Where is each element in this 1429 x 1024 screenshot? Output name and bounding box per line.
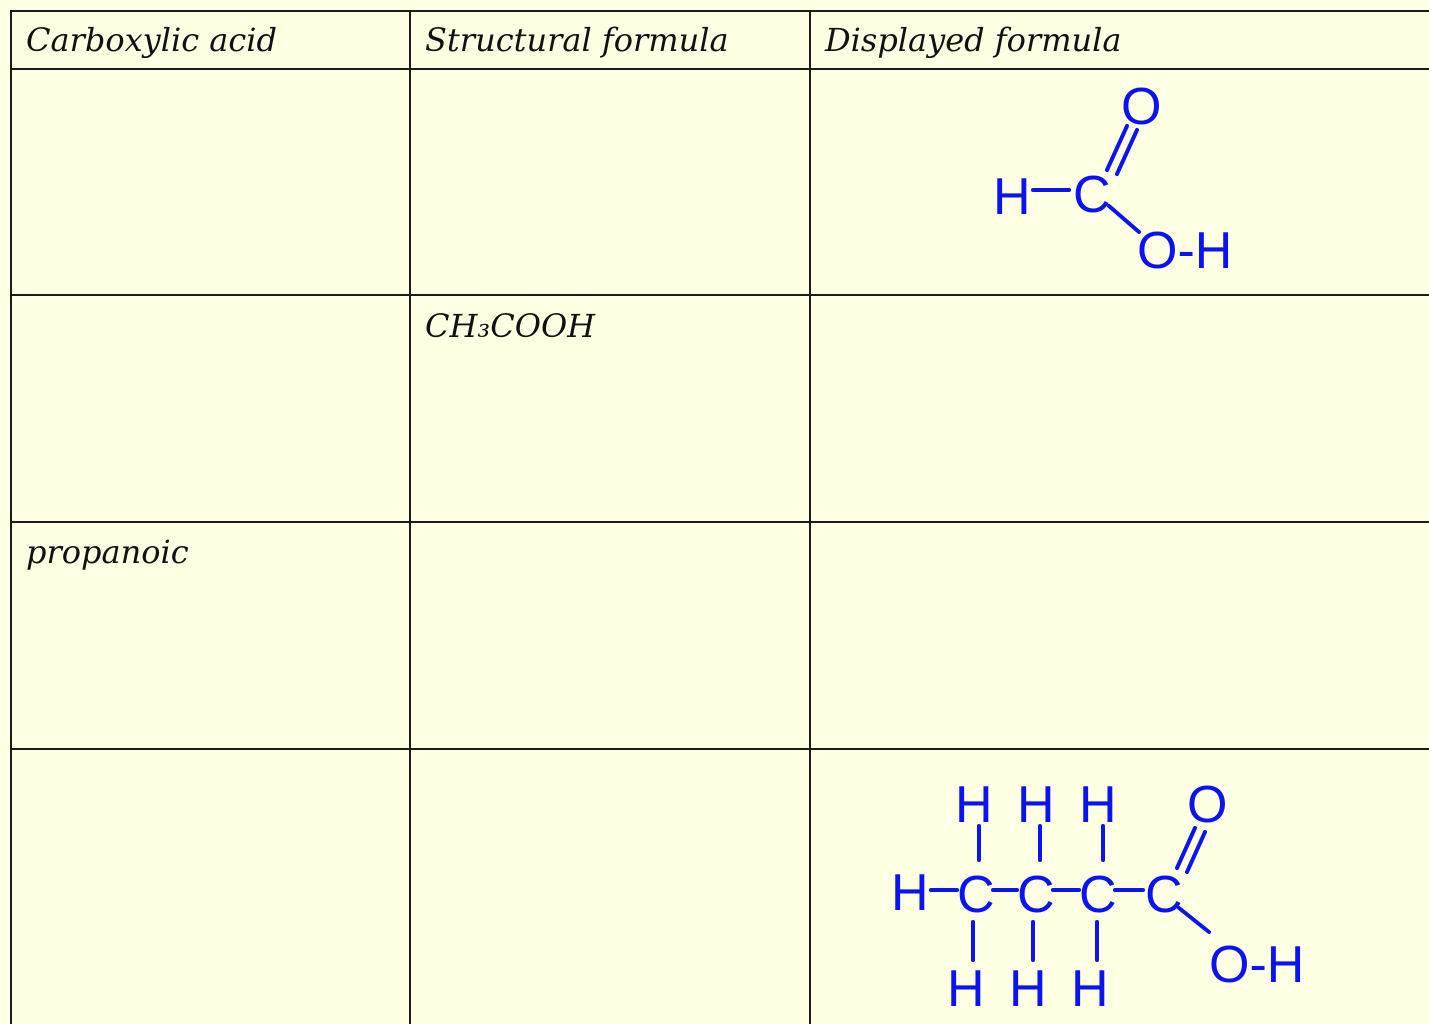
row4-atom-h-top-2: H bbox=[1017, 776, 1055, 834]
row4-atom-h-bottom-2: H bbox=[1009, 960, 1047, 1018]
header-displayed-formula: Displayed formula bbox=[825, 21, 1122, 59]
row1-atom-oh: O-H bbox=[1137, 222, 1232, 280]
row1-atom-c: C bbox=[1073, 166, 1111, 224]
row1-bond-c-oh bbox=[1107, 204, 1141, 234]
row4-double-bond-b bbox=[1185, 830, 1207, 874]
row4-atom-h-top-1: H bbox=[955, 776, 993, 834]
row1-displayed-formula: H C O O-H bbox=[993, 78, 1232, 280]
row-divider-3 bbox=[10, 748, 1429, 750]
row4-atom-h-top-3: H bbox=[1079, 776, 1117, 834]
row4-displayed-formula: H H H O H C C C C O-H H H H bbox=[891, 776, 1304, 1018]
table-border-left bbox=[10, 10, 12, 1024]
row1-atom-h: H bbox=[993, 168, 1031, 226]
row2-structural-formula: CH₃COOH bbox=[425, 307, 596, 345]
row1-atom-o: O bbox=[1121, 78, 1161, 136]
row4-atom-h-bottom-3: H bbox=[1071, 960, 1109, 1018]
table-border-top bbox=[10, 10, 1429, 12]
column-divider-2 bbox=[809, 10, 811, 1024]
row4-bond-c4-oh bbox=[1177, 906, 1211, 934]
row4-double-bond-a bbox=[1175, 826, 1197, 870]
row4-atom-c-4: C bbox=[1145, 866, 1183, 924]
row4-atom-c-2: C bbox=[1017, 866, 1055, 924]
row-divider-2 bbox=[10, 521, 1429, 523]
row4-atom-c-3: C bbox=[1079, 866, 1117, 924]
column-divider-1 bbox=[409, 10, 411, 1024]
row-divider-header bbox=[10, 68, 1429, 70]
row4-atom-c-1: C bbox=[957, 866, 995, 924]
row4-atom-h-bottom-1: H bbox=[947, 960, 985, 1018]
row1-double-bond-a bbox=[1105, 124, 1129, 172]
row1-double-bond-b bbox=[1115, 128, 1139, 176]
row4-atom-oh: O-H bbox=[1209, 936, 1304, 994]
row4-atom-h-left: H bbox=[891, 864, 929, 922]
row4-atom-o-top: O bbox=[1187, 776, 1227, 834]
row-divider-1 bbox=[10, 294, 1429, 296]
row3-acid-name: propanoic bbox=[26, 533, 189, 571]
header-structural-formula: Structural formula bbox=[425, 21, 729, 59]
header-carboxylic-acid: Carboxylic acid bbox=[26, 21, 278, 59]
